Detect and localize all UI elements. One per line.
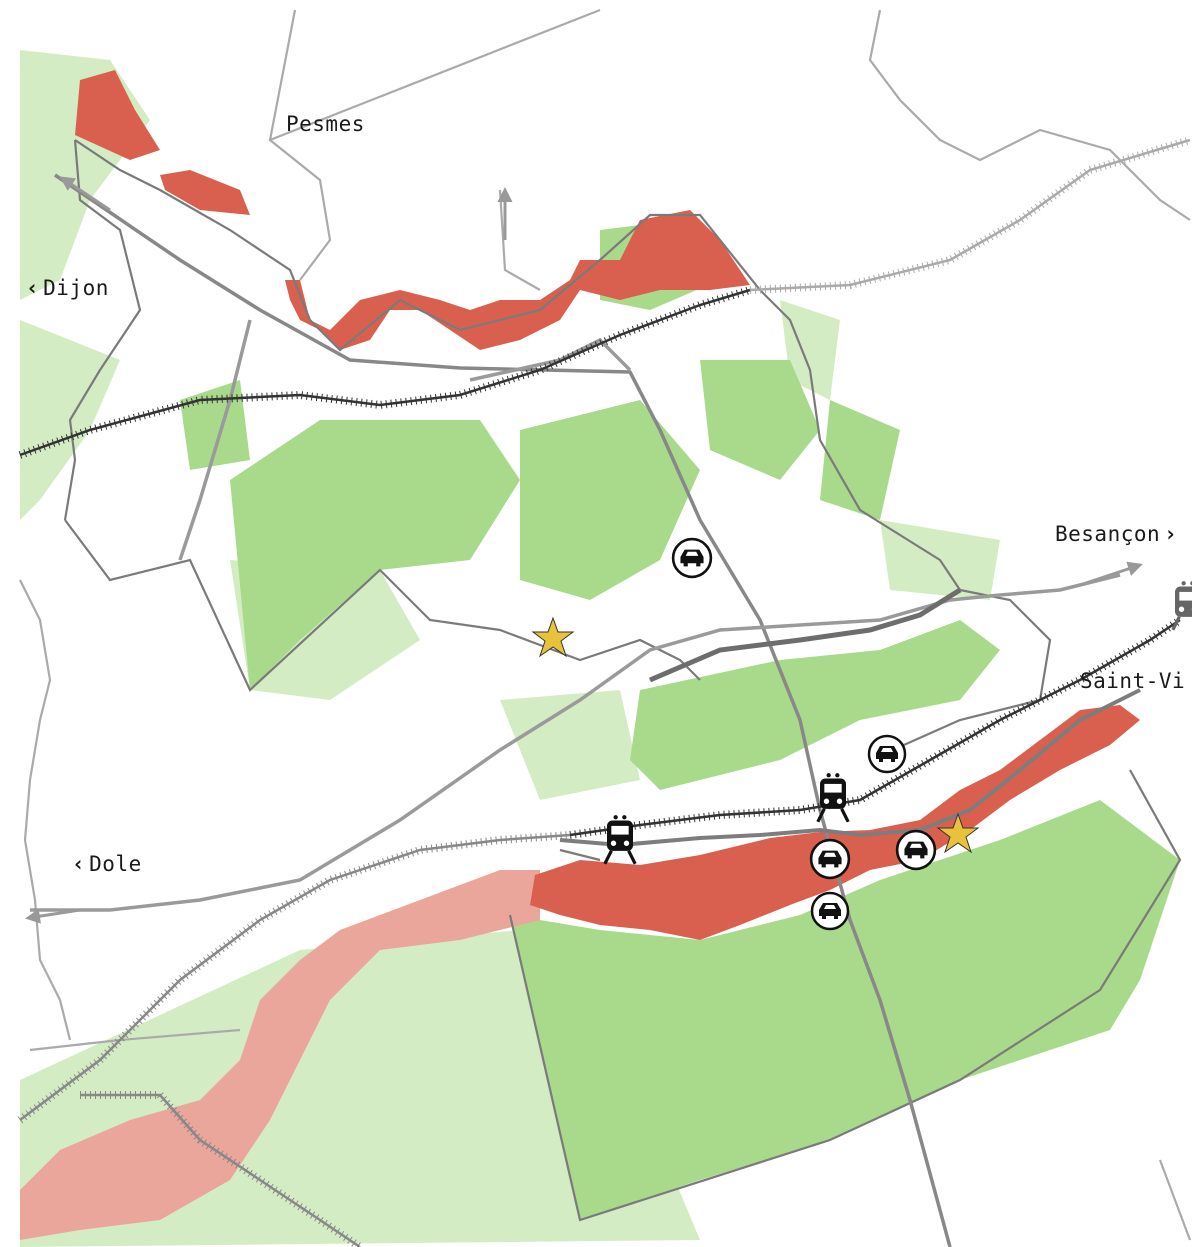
car-icon	[809, 838, 851, 880]
flood-zones	[75, 70, 1140, 940]
train-icon	[811, 772, 855, 824]
major-roads	[30, 173, 1121, 1247]
forest-areas	[180, 220, 1180, 1220]
place-label-pesmes: Pesmes	[286, 112, 365, 136]
place-label-dole: ‹Dole	[72, 852, 142, 876]
railways	[17, 136, 1192, 1247]
chevron-left-icon: ‹	[26, 276, 40, 300]
chevron-right-icon: ›	[1164, 522, 1178, 546]
commune-boundary	[63, 139, 1182, 1222]
place-label-saint-vit: Saint-Vi	[1080, 669, 1186, 693]
chevron-left-icon: ‹	[72, 852, 86, 876]
car-icon	[867, 734, 907, 774]
direction-arrows	[25, 176, 1143, 924]
place-label-dijon: ‹Dijon	[26, 276, 109, 300]
car-icon	[810, 891, 850, 931]
star-icon	[531, 616, 575, 658]
flood-zone-downstream	[20, 870, 540, 1240]
axis-road	[559, 587, 1141, 848]
place-label-besancon: Besançon›	[1055, 522, 1178, 546]
car-icon	[895, 829, 937, 871]
train-icon	[598, 814, 642, 866]
car-icon	[671, 537, 713, 579]
star-icon	[936, 812, 980, 854]
train-icon	[1166, 580, 1192, 632]
